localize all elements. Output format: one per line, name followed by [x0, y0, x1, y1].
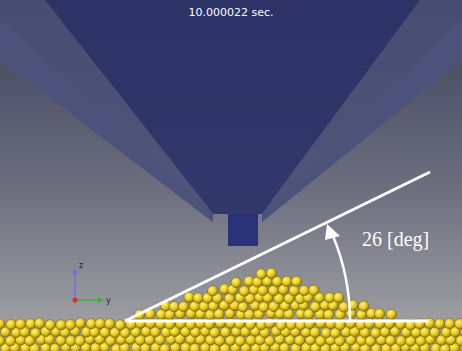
particle	[265, 318, 275, 328]
particle	[239, 286, 249, 296]
z-axis	[74, 272, 76, 300]
particle	[370, 328, 380, 338]
angle-arrowhead	[325, 224, 340, 240]
axis-label: z	[79, 262, 83, 271]
base-line	[125, 320, 428, 323]
particle	[266, 268, 276, 278]
repose-line	[125, 172, 430, 321]
particle	[268, 285, 278, 295]
particle	[15, 319, 25, 329]
particle	[455, 319, 462, 329]
axis-label: y	[106, 297, 111, 306]
particle	[193, 293, 203, 303]
angle-arc	[333, 236, 350, 319]
particle	[115, 320, 125, 330]
particle	[104, 319, 114, 329]
particle	[66, 336, 76, 346]
particle	[291, 276, 301, 286]
particle	[215, 318, 225, 328]
particle	[238, 302, 248, 312]
particle	[259, 302, 269, 312]
particle	[310, 302, 320, 312]
time-stamp: 10.000022 sec.	[188, 7, 273, 19]
particle	[207, 286, 217, 296]
particle	[56, 320, 66, 330]
particle	[299, 285, 309, 295]
particle	[309, 285, 319, 295]
particle	[0, 319, 5, 329]
particle	[95, 318, 105, 328]
x-axis-dot	[73, 298, 78, 303]
particle	[169, 301, 179, 311]
particle	[34, 318, 44, 328]
particle	[289, 285, 299, 295]
particle	[386, 309, 396, 319]
particle	[456, 335, 462, 345]
z-axis-head	[72, 268, 78, 274]
particle	[339, 302, 349, 312]
particle	[30, 328, 40, 338]
particle	[45, 320, 55, 330]
particle	[75, 318, 85, 328]
hopper-side-left	[0, 0, 213, 222]
particle	[75, 335, 85, 345]
particle	[333, 292, 343, 302]
particle	[220, 327, 230, 337]
hopper-side-right	[262, 0, 462, 222]
particle	[324, 309, 334, 319]
particle	[256, 269, 266, 279]
particle	[282, 276, 292, 286]
angle-label: 26 [deg]	[362, 228, 429, 250]
particle	[231, 277, 241, 287]
y-axis-head	[98, 297, 104, 303]
y-axis	[75, 299, 100, 301]
particle-bed	[0, 268, 462, 351]
particle	[435, 318, 445, 328]
particle	[445, 318, 455, 328]
particle	[246, 335, 256, 345]
particle	[65, 320, 75, 330]
particle	[359, 301, 369, 311]
particle	[374, 309, 384, 319]
hopper-outlet	[228, 214, 258, 246]
particle	[235, 336, 245, 346]
particle	[6, 319, 16, 329]
particle	[178, 301, 188, 311]
particle	[0, 336, 5, 346]
